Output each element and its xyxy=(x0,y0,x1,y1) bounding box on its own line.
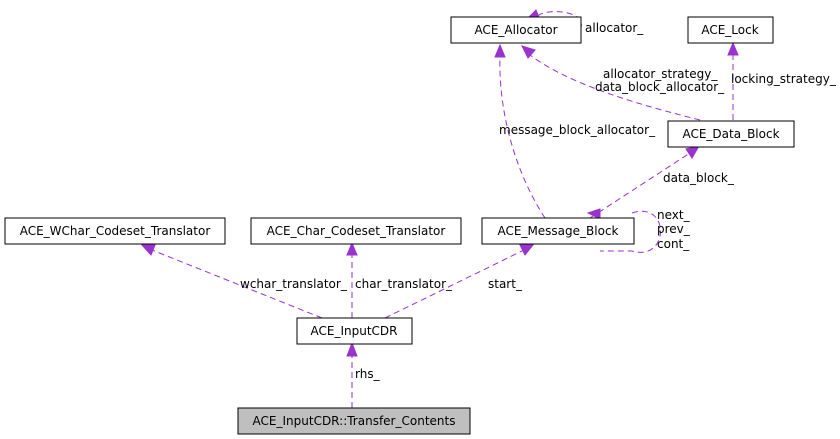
edge-input-cdr-to-wchar-arrowhead xyxy=(140,244,156,256)
edge-message-block-self-arrowhead xyxy=(586,208,601,220)
node-input-cdr[interactable]: ACE_InputCDR xyxy=(296,317,413,345)
label-wchar-translator: wchar_translator_ xyxy=(240,277,348,291)
edge-message-block-to-data-block-arrowhead xyxy=(685,145,701,159)
label-data-block-allocator: data_block_allocator_ xyxy=(595,80,725,94)
node-data-block-label: ACE_Data_Block xyxy=(682,127,779,141)
node-message-block[interactable]: ACE_Message_Block xyxy=(481,217,635,245)
node-message-block-label: ACE_Message_Block xyxy=(497,224,618,238)
node-char-translator-label: ACE_Char_Codeset_Translator xyxy=(267,224,446,238)
edge-input-cdr-to-message-block xyxy=(384,249,525,319)
label-prev: prev_ xyxy=(657,222,691,236)
node-allocator[interactable]: ACE_Allocator xyxy=(450,16,582,44)
node-transfer-contents-label: ACE_InputCDR::Transfer_Contents xyxy=(253,414,456,428)
label-locking-strategy: locking_strategy_ xyxy=(731,72,837,86)
label-start: start_ xyxy=(488,277,523,291)
node-lock[interactable]: ACE_Lock xyxy=(687,16,774,44)
node-input-cdr-label: ACE_InputCDR xyxy=(311,324,398,338)
edge-input-cdr-to-char-arrowhead xyxy=(346,241,358,256)
node-wchar-translator[interactable]: ACE_WChar_Codeset_Translator xyxy=(4,217,226,245)
label-allocator-strategy: allocator_strategy_ xyxy=(603,67,718,81)
label-char-translator: char_translator_ xyxy=(355,277,453,291)
node-lock-label: ACE_Lock xyxy=(701,23,758,37)
edge-data-block-to-allocator-arrowhead xyxy=(521,45,536,59)
label-data-block: data_block_ xyxy=(663,171,735,185)
node-wchar-translator-label: ACE_WChar_Codeset_Translator xyxy=(20,224,211,238)
edge-data-block-to-lock-arrowhead xyxy=(727,41,739,56)
edge-message-block-self xyxy=(600,210,661,253)
label-cont: cont_ xyxy=(657,237,690,251)
edge-message-block-to-allocator-arrowhead xyxy=(494,43,506,58)
node-char-translator[interactable]: ACE_Char_Codeset_Translator xyxy=(250,217,462,245)
edge-input-cdr-to-wchar xyxy=(151,249,323,319)
label-rhs: rhs_ xyxy=(355,367,381,381)
node-transfer-contents[interactable]: ACE_InputCDR::Transfer_Contents xyxy=(237,407,471,435)
label-message-block-allocator: message_block_allocator_ xyxy=(499,123,656,137)
label-allocator-self: allocator_ xyxy=(585,21,644,35)
edge-transfer-to-input-cdr-arrowhead xyxy=(346,341,358,357)
edge-data-block-to-allocator xyxy=(529,54,701,121)
node-data-block[interactable]: ACE_Data_Block xyxy=(667,120,795,148)
edge-input-cdr-to-message-block-arrowhead xyxy=(519,244,535,256)
label-next: next_ xyxy=(657,208,691,222)
node-allocator-label: ACE_Allocator xyxy=(474,23,557,37)
